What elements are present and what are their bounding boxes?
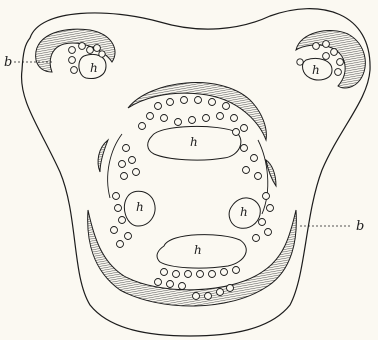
label-b-left: b [4,55,12,70]
label-h-bottom: h [194,243,202,257]
label-h-upper-right: h [312,63,320,77]
upper-right-hatched-sheath [296,31,365,88]
label-h-left: h [136,200,144,214]
upper-left-bundle [36,29,115,78]
left-arc [98,140,108,172]
label-h-right: h [240,205,248,219]
label-b-right: b [356,219,364,234]
label-h-upper-left: h [90,61,98,75]
upper-right-bundle [296,31,365,88]
label-h-top: h [190,135,198,149]
